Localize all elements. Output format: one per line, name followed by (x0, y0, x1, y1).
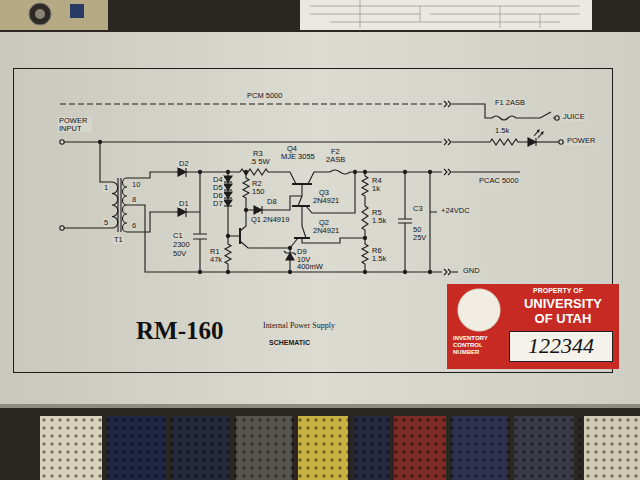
part-label: F1 2ASB (494, 99, 526, 107)
part-label: Q1 2N4919 (250, 216, 290, 224)
wires (60, 101, 559, 275)
part-label: D8 (266, 198, 278, 206)
part-label: D4 (212, 176, 224, 184)
part-label: PCM 5000 (246, 92, 283, 100)
model-title: RM-160 (136, 317, 223, 345)
part-label: C1 (172, 232, 184, 240)
part-label: 6 (131, 222, 137, 230)
part-label: PCAC 5000 (478, 177, 520, 185)
part-label: 5 (103, 219, 109, 227)
part-label: POWER INPUT (58, 117, 92, 132)
part-label: 2ASB (325, 156, 346, 164)
part-label: D5 (212, 184, 224, 192)
part-label: 1.5k (371, 255, 387, 263)
part-label: D9 (296, 248, 308, 256)
part-label: R4 (371, 177, 383, 185)
part-label: 25V (412, 234, 427, 242)
part-label: 2N4921 (312, 227, 340, 235)
part-label: F2 (330, 148, 341, 156)
part-label: D1 (178, 200, 190, 208)
part-label: R5 (371, 209, 383, 217)
inventory-sticker: PROPERTY OF UNIVERSITY OF UTAH INVENTORY C… (447, 284, 619, 369)
part-label: C3 (412, 205, 424, 213)
part-label: GND (462, 267, 481, 275)
part-label: POWER (566, 137, 596, 145)
part-label: Q4 (286, 145, 298, 153)
subtitle: Internal Power Supply (263, 321, 335, 330)
part-label: Q2 (318, 219, 330, 227)
sticker-text: INVENTORY CONTROL NUMBER (453, 335, 499, 356)
sticker-text: PROPERTY OF (533, 287, 583, 294)
part-label: 50V (172, 250, 187, 258)
subtitle: SCHEMATIC (269, 339, 310, 346)
inventory-number: 122344 (509, 331, 613, 362)
part-label: 10 (131, 181, 141, 189)
component-symbols (60, 116, 563, 274)
part-label: 50 (412, 226, 422, 234)
part-label: D7 (212, 200, 224, 208)
part-label: R3 (252, 150, 264, 158)
part-label: +24VDC (440, 207, 471, 215)
part-label: 2N4921 (312, 197, 340, 205)
part-label: JUICE (562, 113, 586, 121)
part-label: 8 (131, 196, 137, 204)
part-label: D2 (178, 160, 190, 168)
part-label: R2 (251, 180, 263, 188)
part-label: D6 (212, 192, 224, 200)
part-label: R6 (371, 247, 383, 255)
part-label: 47k (209, 256, 223, 264)
part-label: 2300 (172, 241, 191, 249)
part-label: 1.5k (371, 217, 387, 225)
part-label: MJE 3055 (280, 153, 316, 161)
part-label: R1 (209, 248, 221, 256)
part-label: 1.5k (494, 127, 510, 135)
part-label: .5 5W (249, 158, 271, 166)
part-label: T1 (113, 236, 124, 244)
part-label: Q3 (318, 189, 330, 197)
part-label: 400mW (296, 263, 324, 271)
part-label: 1k (371, 185, 381, 193)
part-label: 1 (103, 184, 109, 192)
sticker-heading: UNIVERSITY OF UTAH (517, 297, 609, 327)
part-label: 150 (251, 188, 266, 196)
